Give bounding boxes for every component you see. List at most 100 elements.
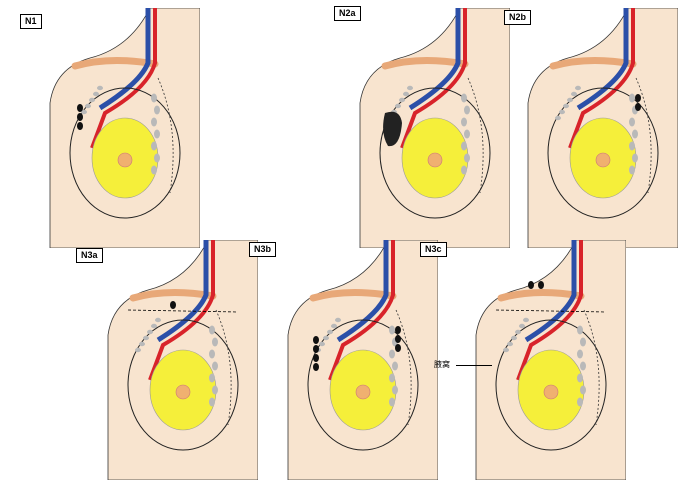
lymph-node [331, 323, 337, 329]
lymph-node [507, 341, 513, 347]
lymph-node [154, 153, 160, 163]
lymph-node [323, 335, 329, 341]
lymph-node [154, 129, 160, 139]
lymph-node [403, 91, 409, 97]
lymph-node [519, 323, 525, 329]
involved-node [313, 354, 319, 362]
lymph-node [577, 349, 583, 359]
stage-label-n3a: N3a [76, 248, 103, 263]
diagram-n1 [30, 8, 200, 248]
involved-node [313, 336, 319, 344]
lymph-node [580, 337, 586, 347]
involved-node [395, 326, 401, 334]
artery [90, 8, 157, 149]
lymph-node [151, 323, 157, 329]
lymph-node [555, 115, 561, 121]
vein [336, 240, 389, 343]
breast-outline [547, 87, 659, 219]
lymph-node [209, 373, 215, 383]
stage-label-n3b: N3b [249, 242, 277, 257]
stage-label-n2b: N2b [504, 10, 532, 25]
involved-node [538, 281, 544, 289]
artery [568, 8, 635, 149]
stage-label-n2a: N2a [334, 6, 361, 21]
breast-outline [69, 87, 181, 219]
lymph-node [461, 93, 467, 103]
clavicle-level-line [495, 309, 607, 313]
involved-node [313, 345, 319, 353]
lymph-node [395, 103, 401, 109]
lymph-node [407, 85, 413, 91]
involved-node [635, 103, 641, 111]
lymph-node [392, 385, 398, 395]
nipple [355, 384, 371, 400]
clavicle-level-line [127, 309, 239, 313]
involved-node [395, 335, 401, 343]
matted-nodes [383, 111, 402, 147]
lymph-node [93, 91, 99, 97]
lymph-node [632, 129, 638, 139]
lymph-node [511, 335, 517, 341]
lymph-node [632, 153, 638, 163]
lymph-node [81, 109, 87, 115]
axilla-annotation: 腋窝 [434, 360, 450, 369]
breast-outline [127, 319, 239, 451]
lymph-node [577, 397, 583, 407]
involved-node [77, 104, 83, 112]
nipple [117, 152, 133, 168]
lymph-node [523, 317, 529, 323]
lymph-node [151, 93, 157, 103]
breast-anatomy-n2a [359, 8, 510, 248]
lymph-node [212, 337, 218, 347]
diagram-n3a [88, 240, 258, 480]
lymph-node [461, 165, 467, 175]
lymph-node [464, 105, 470, 115]
lymph-node [143, 335, 149, 341]
artery [516, 240, 583, 381]
lymph-node [139, 341, 145, 347]
nipple [595, 152, 611, 168]
lymph-node [577, 373, 583, 383]
lymph-node [629, 93, 635, 103]
breast-outline [379, 87, 491, 219]
lymph-node [135, 347, 141, 353]
lymph-node [85, 103, 91, 109]
involved-node [528, 281, 534, 289]
diagram-n3c [456, 240, 626, 480]
artery [328, 240, 395, 381]
lymph-node [629, 165, 635, 175]
lymph-node [464, 153, 470, 163]
stage-label-n1: N1 [20, 14, 42, 29]
breast-outline [307, 319, 419, 451]
involved-node [395, 344, 401, 352]
breast-anatomy-n2b [527, 8, 678, 248]
nipple [427, 152, 443, 168]
lymph-node [515, 329, 521, 335]
stage-label-n3c: N3c [420, 242, 447, 257]
lymph-node [335, 317, 341, 323]
vein [576, 8, 629, 111]
lymph-node [97, 85, 103, 91]
diagram-n3b [268, 240, 438, 480]
lymph-node [209, 397, 215, 407]
breast-anatomy-n3c [475, 240, 626, 480]
vein [408, 8, 461, 111]
lymph-node [567, 97, 573, 103]
lymph-node [151, 165, 157, 175]
artery [400, 8, 467, 149]
nipple [175, 384, 191, 400]
lymph-node [580, 361, 586, 371]
lymph-node [461, 117, 467, 127]
lymph-node [580, 385, 586, 395]
lymph-node [151, 141, 157, 151]
lymph-node [319, 341, 325, 347]
lymph-node [629, 141, 635, 151]
lymph-node [392, 361, 398, 371]
lymph-node [147, 329, 153, 335]
lymph-node [575, 85, 581, 91]
diagram-n2b [508, 8, 678, 248]
lymph-node [389, 349, 395, 359]
lymph-node [154, 105, 160, 115]
lymph-node [629, 117, 635, 127]
involved-node [313, 363, 319, 371]
